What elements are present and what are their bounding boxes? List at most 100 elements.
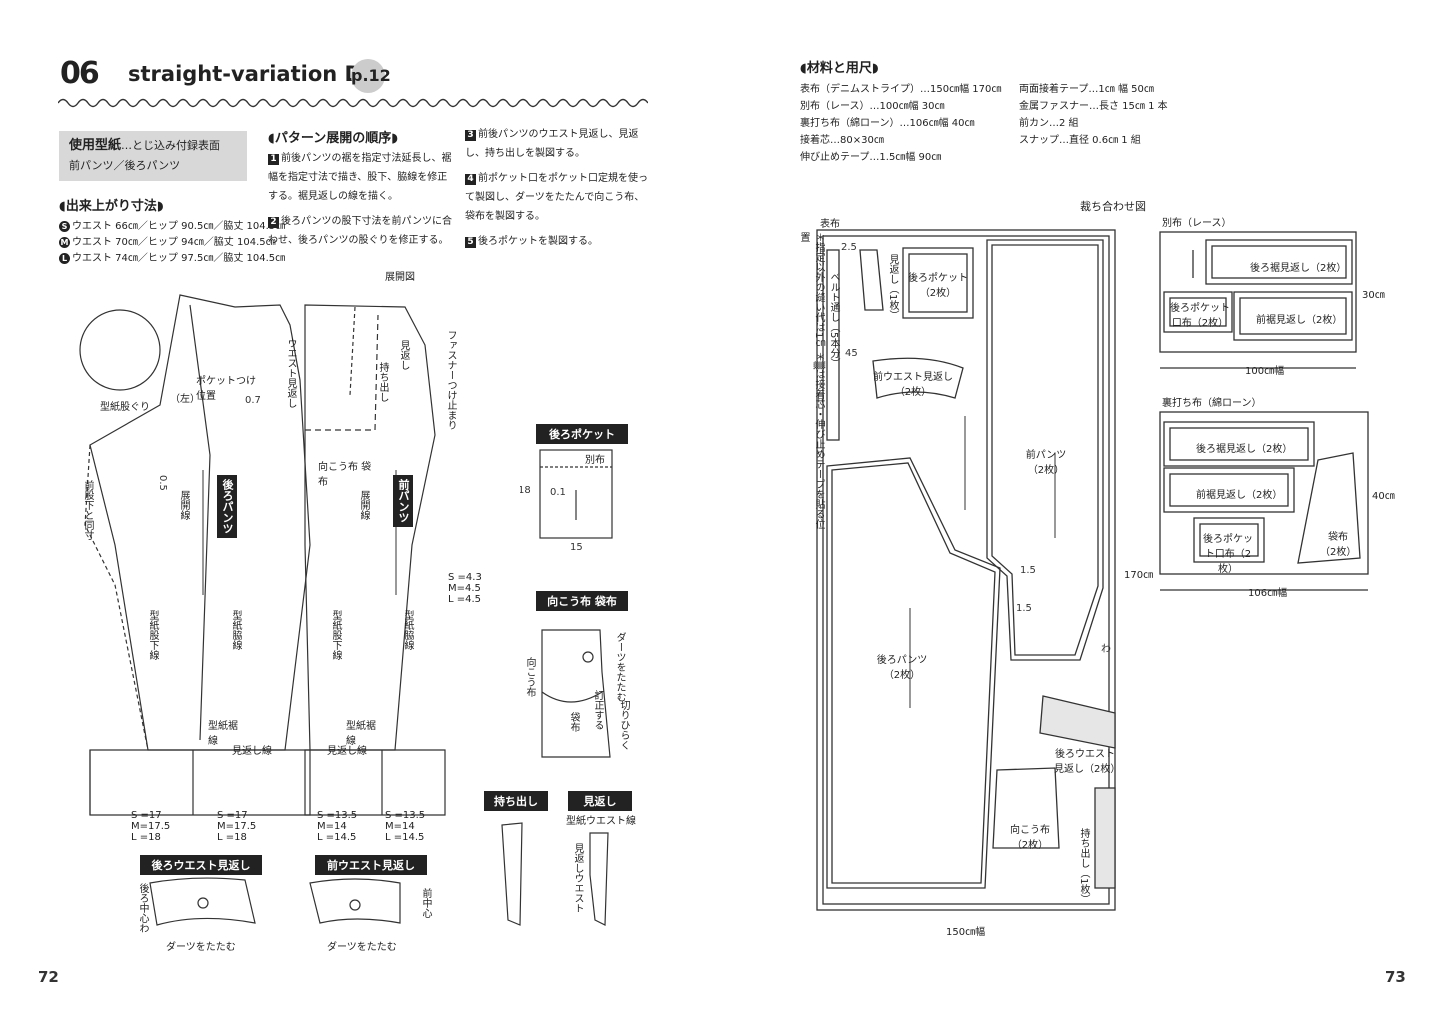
lining-layout [1159, 411, 1369, 591]
lace-front-hem-label: 前裾見返し（2枚） [1256, 315, 1343, 326]
label-mukou-fukuro: 向こう布 袋布 [318, 462, 372, 488]
label-zipper-stop: ファスナーつけ止まり [445, 330, 456, 430]
fukuro-label: 袋布 [568, 712, 579, 732]
facing-piece-label: 見返し（1枚） [887, 254, 898, 321]
page-number-right: 73 [1385, 968, 1406, 986]
materials-col-1: 表布（デニムストライプ）…150㎝幅 170㎝ 別布（レース）…100㎝幅 30… [800, 84, 1002, 163]
wavy-divider [58, 98, 648, 108]
svg-text:わ: わ [1101, 643, 1111, 655]
mukou-fukuro-drawing [541, 629, 611, 758]
chapter-title: straight-variation D [128, 62, 362, 86]
label-waist-facing: ウエスト見返し [285, 338, 296, 408]
label-pocket-position: ポケットつけ位置 [196, 376, 256, 402]
lining-front-hem-label: 前裾見返し（2枚） [1196, 490, 1283, 501]
lace-length-label: 30㎝ [1362, 290, 1385, 301]
finished-size-heading: ◖出来上がり寸法◗ [59, 199, 164, 214]
svg-text:1.5: 1.5 [1020, 565, 1036, 576]
pattern-waist-line: 型紙ウエスト線 [566, 816, 636, 827]
dart-fold-front: ダーツをたたむ [327, 942, 397, 953]
lace-back-pocket-label: 後ろポケット口布（2枚） [1170, 303, 1230, 329]
label-front-crotch-same: 前股下と同寸 [82, 480, 93, 540]
label-facing: 見返し [398, 340, 409, 370]
svg-text:0.5: 0.5 [157, 475, 168, 491]
pattern-box-detail: …とじ込み付録表面 [121, 139, 221, 152]
facing-waist-label: 見返しウエスト [572, 843, 583, 913]
svg-text:1.5: 1.5 [1016, 603, 1032, 614]
label-inseam-back: 型紙股下線 [147, 610, 158, 660]
front-waist-facing-piece-label: 前ウエスト見返し（2枚） [873, 372, 953, 398]
lining-back-pocket-label: 後ろポケット口布（2枚） [1203, 534, 1253, 575]
mochidashi-title: 持ち出し [484, 791, 548, 811]
chapter-number: 06 [60, 56, 100, 91]
label-left: （左） [170, 394, 200, 405]
pants-pattern-drawing: 0.5 0.7 [79, 294, 446, 816]
lining-width-label: 106㎝幅 [1248, 588, 1288, 599]
label-hem-line-back: 型紙裾線 [208, 721, 238, 747]
lining-length-label: 40㎝ [1372, 491, 1395, 502]
outer-fabric-layout: 2.5 45 1.5 1.5 わ [816, 229, 1116, 911]
back-pocket-separate: 別布 [585, 455, 605, 466]
label-expand-line-front: 展開線 [358, 490, 369, 520]
lace-back-hem-label: 後ろ裾見返し（2枚） [1250, 263, 1347, 274]
label-side-back: 型紙脇線 [230, 610, 241, 650]
svg-text:15: 15 [570, 542, 583, 553]
page-reference: p.12 [351, 59, 391, 93]
label-inseam-front: 型紙股下線 [330, 610, 341, 660]
back-waist-facing-title: 後ろウエスト見返し [140, 855, 262, 875]
materials-col-2: 両面接着テープ…1㎝ 幅 50㎝ 金属ファスナー…長さ 15㎝ 1 本 前カン…… [1019, 84, 1168, 146]
back-pants-piece-label: 後ろパンツ（2枚） [876, 655, 928, 681]
back-pocket-piece-label: 後ろポケット（2枚） [908, 273, 968, 299]
svg-text:0.1: 0.1 [550, 487, 566, 498]
layout-title: 裁ち合わせ図 [1080, 200, 1146, 213]
sew-stop-label: 訂正する [592, 690, 603, 730]
outer-width-label: 150㎝幅 [946, 927, 986, 938]
label-pattern-crotch: 型紙股ぐり [100, 402, 150, 413]
cut-open-label: 切りひらく [618, 700, 629, 750]
dart-fold-label: ダーツをたたむ [614, 632, 625, 702]
outer-length-label: 170㎝ [1124, 570, 1154, 581]
lining-fukuro-label: 袋布（2枚） [1320, 532, 1357, 558]
pattern-box-title: 使用型紙 [69, 138, 122, 153]
label-hem-line-front: 型紙裾線 [346, 721, 376, 747]
front-pants-label: 前パンツ [393, 475, 413, 527]
svg-text:0.7: 0.7 [245, 395, 261, 406]
mochidashi-mikaeshi-drawing [501, 822, 609, 926]
mukou-piece-label: 向こう布（2枚） [1010, 825, 1050, 851]
label-side-front: 型紙脇線 [402, 610, 413, 650]
front-pants-piece-label: 前パンツ（2枚） [1025, 450, 1067, 476]
mikaeshi-title: 見返し [568, 791, 632, 811]
lace-layout [1159, 231, 1357, 369]
back-pants-label: 後ろパンツ [217, 475, 237, 538]
pattern-box-pieces: 前パンツ／後ろパンツ [69, 159, 181, 172]
svg-text:45: 45 [845, 348, 858, 359]
dart-fold-back: ダーツをたたむ [166, 942, 236, 953]
steps-heading: ◖パターン展開の順序◗ [268, 131, 399, 146]
materials-heading: ◖材料と用尺◗ [800, 61, 879, 76]
back-center-label: 後ろ中心わ [137, 883, 148, 933]
back-pocket-title: 後ろポケット [536, 424, 628, 444]
front-waist-facing-title: 前ウエスト見返し [315, 855, 427, 875]
mukou-fukuro-title: 向こう布 袋布 [536, 591, 628, 611]
page-number-left: 72 [38, 968, 59, 986]
lace-label: 別布（レース） [1162, 218, 1232, 229]
label-mochidashi: 持ち出し [377, 362, 388, 402]
svg-text:2.5: 2.5 [841, 242, 857, 253]
lining-back-hem-label: 後ろ裾見返し（2枚） [1196, 444, 1293, 455]
diagram-title: 展開図 [385, 272, 415, 283]
waist-facings-drawing [149, 877, 401, 926]
